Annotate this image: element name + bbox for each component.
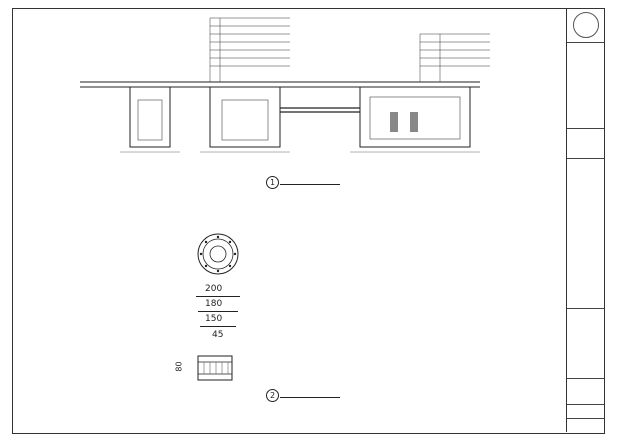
dim-200-line [196,296,240,297]
pit-middle [209,86,281,148]
callout-leaders-right [419,33,490,82]
title-block-divider-6 [567,404,604,405]
pump-2 [410,112,418,132]
pit-left-inner [137,99,163,141]
pit-right-inner [369,96,461,140]
dim-180: 180 [205,299,223,309]
sheet-border [12,8,605,434]
title-block-divider-2 [567,128,604,129]
section-1-drawing [80,17,490,153]
lamp-top-view [197,233,239,275]
dim-80: 80 [174,361,184,372]
pipes [280,107,360,113]
section-2-underline [280,397,340,398]
title-block-divider-4 [567,308,604,309]
lamp-section-view [197,355,233,381]
section-1-underline [280,184,340,185]
company-logo [573,12,599,38]
title-block [566,8,604,432]
dim-180-line [198,311,238,312]
dim-150: 150 [205,314,223,324]
title-block-divider-5 [567,378,604,379]
pit-left [129,86,171,148]
dim-200: 200 [205,284,223,294]
dim-150-line [200,326,236,327]
dim-45: 45 [212,330,224,340]
title-block-divider-3 [567,158,604,159]
ground-slab [80,81,480,88]
title-block-divider-1 [567,42,604,43]
pump-1 [390,112,398,132]
section-2-number-circle: 2 [266,389,279,402]
pit-right [359,86,471,148]
pit-middle-inner [221,99,269,141]
callout-leaders-left [209,17,290,82]
title-block-divider-7 [567,418,604,419]
section-1-number-circle: 1 [266,176,279,189]
